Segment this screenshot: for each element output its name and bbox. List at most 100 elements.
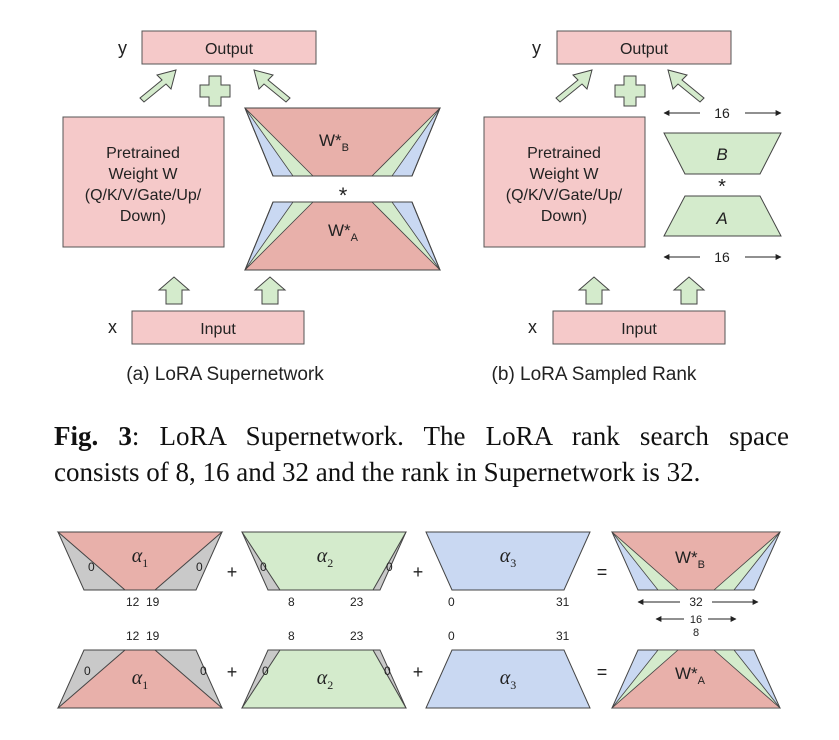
panel-a-y-label: y xyxy=(118,38,127,58)
panel-a: y Output Pretrained Weight W (Q/K/V/Gate… xyxy=(62,30,441,385)
eq-b-alpha1-label: α1 xyxy=(132,545,149,570)
panel-b: y Output Pretrained Weight W (Q/K/V/Gate… xyxy=(483,30,782,385)
eq-a-alpha2-green xyxy=(241,649,407,709)
panel-a-output-label: Output xyxy=(205,41,254,58)
panel-a-arrow-input-left xyxy=(157,276,191,305)
eq-b-alpha2-tick-8: 8 xyxy=(288,595,295,609)
eq-a-alpha1-tick-19: 19 xyxy=(146,629,160,643)
eq-b-alpha1-tick-12: 12 xyxy=(126,595,140,609)
eq-a-result-trapezoid xyxy=(610,649,782,709)
panel-a-pretrained-line-1: Pretrained xyxy=(106,145,180,162)
equation-row-a: 12 19 0 0 α1 + 8 23 0 0 α2 + 0 31 α3 = W… xyxy=(56,629,782,709)
panel-b-arrow-input-left xyxy=(577,276,611,305)
eq-b-alpha3-tick-31: 31 xyxy=(556,595,570,609)
panel-b-b-label: B xyxy=(716,145,727,164)
panel-a-caption: (a) LoRA Supernetwork xyxy=(126,364,324,385)
panel-b-arrow-left-up xyxy=(555,69,593,103)
equation-row-b: 0 0 α1 12 19 + 0 0 α2 8 23 + α3 0 31 = W… xyxy=(56,531,782,639)
panel-a-output-box xyxy=(141,30,317,65)
panel-a-arrow-input-right xyxy=(253,276,287,305)
eq-b-alpha1-zero-right: 0 xyxy=(196,560,203,574)
panel-b-pretrained-line-2: Weight W xyxy=(529,166,599,183)
eq-a-alpha2-tick-8: 8 xyxy=(288,629,295,643)
eq-b-result-trapezoid xyxy=(610,531,782,591)
figure-caption-line-2: consists of 8, 16 and 32 and the rank in… xyxy=(54,457,701,487)
panel-b-b-trapezoid xyxy=(663,132,782,175)
panel-b-pretrained-box xyxy=(483,116,646,248)
eq-a-alpha1-red xyxy=(56,649,224,709)
panel-a-wb-trapezoid xyxy=(244,107,441,177)
eq-b-alpha2-zero-left: 0 xyxy=(260,560,267,574)
panel-b-input-box xyxy=(552,310,726,345)
eq-b-alpha3-tick-0: 0 xyxy=(448,595,455,609)
panel-a-input-box xyxy=(131,310,305,345)
eq-a-result-label: W*A xyxy=(675,664,706,687)
eq-a-alpha2-zero-left: 0 xyxy=(262,664,269,678)
eq-a-alpha3-tick-0: 0 xyxy=(448,629,455,643)
panel-a-x-label: x xyxy=(108,317,117,337)
figure-caption-prefix: Fig. 3 xyxy=(54,421,132,451)
panel-b-arrow-right-up xyxy=(667,69,705,103)
eq-a-plus-1: + xyxy=(227,662,238,682)
eq-b-result-label: W*B xyxy=(675,548,705,571)
eq-a-alpha3-label: α3 xyxy=(500,667,517,692)
eq-a-alpha2-tick-23: 23 xyxy=(350,629,364,643)
eq-a-alpha1-zero-right: 0 xyxy=(200,664,207,678)
eq-b-alpha2-label: α2 xyxy=(317,545,334,570)
panel-b-input-label: Input xyxy=(621,321,657,338)
eq-a-alpha3-blue xyxy=(425,649,591,709)
panel-b-dim-top: 16 xyxy=(714,105,730,121)
panel-b-pretrained-line-3: (Q/K/V/Gate/Up/ xyxy=(506,187,623,204)
panel-a-wa-trapezoid xyxy=(244,201,441,271)
panel-b-x-label: x xyxy=(528,317,537,337)
eq-b-alpha2-zero-right: 0 xyxy=(386,560,393,574)
eq-a-alpha1-label: α1 xyxy=(132,667,149,692)
eq-dim-16: 16 xyxy=(690,614,702,626)
eq-b-plus-1: + xyxy=(227,562,238,582)
panel-a-pretrained-line-4: Down) xyxy=(120,208,166,225)
eq-dim-8: 8 xyxy=(693,627,699,639)
panel-b-a-trapezoid xyxy=(663,195,782,237)
figure-caption: Fig. 3: LoRA Supernetwork. The LoRA rank… xyxy=(54,418,789,490)
eq-b-alpha1-red xyxy=(56,531,224,591)
panel-a-pretrained-box xyxy=(62,116,225,248)
panel-b-pretrained-line-1: Pretrained xyxy=(527,145,601,162)
panel-a-input-label: Input xyxy=(200,321,236,338)
panel-a-wa-label: W*A xyxy=(328,221,359,244)
panel-a-arrow-left-up xyxy=(139,69,177,103)
eq-a-alpha3-tick-31: 31 xyxy=(556,629,570,643)
eq-b-alpha1-zero-left: 0 xyxy=(88,560,95,574)
panel-b-plus-sign xyxy=(614,75,646,107)
panel-a-pretrained-line-2: Weight W xyxy=(108,166,178,183)
panel-b-a-label: A xyxy=(715,209,727,228)
panel-a-multiply: * xyxy=(339,183,348,208)
eq-b-plus-2: + xyxy=(413,562,424,582)
eq-b-alpha2-tick-23: 23 xyxy=(350,595,364,609)
panel-a-wb-label: W*B xyxy=(319,131,349,154)
eq-a-plus-2: + xyxy=(413,662,424,682)
eq-dim-32: 32 xyxy=(689,595,703,609)
eq-b-alpha3-blue xyxy=(425,531,591,591)
panel-b-output-label: Output xyxy=(620,41,669,58)
eq-a-alpha1-tick-12: 12 xyxy=(126,629,140,643)
eq-a-alpha1-zero-left: 0 xyxy=(84,664,91,678)
panel-b-y-label: y xyxy=(532,38,541,58)
panel-a-plus-sign xyxy=(199,75,231,107)
panel-b-arrow-input-right xyxy=(672,276,706,305)
figure-caption-line-1: : LoRA Supernetwork. The LoRA rank searc… xyxy=(131,421,789,451)
eq-b-equals: = xyxy=(597,562,608,582)
eq-b-alpha1-tick-19: 19 xyxy=(146,595,160,609)
panel-b-dim-bottom: 16 xyxy=(714,249,730,265)
eq-a-equals: = xyxy=(597,662,608,682)
panel-b-output-box xyxy=(556,30,732,65)
eq-a-alpha2-zero-right: 0 xyxy=(384,664,391,678)
panel-a-arrow-right-up xyxy=(253,69,291,103)
panel-b-multiply: * xyxy=(718,176,726,198)
panel-a-pretrained-line-3: (Q/K/V/Gate/Up/ xyxy=(85,187,202,204)
panel-b-caption: (b) LoRA Sampled Rank xyxy=(492,364,697,385)
eq-b-alpha3-label: α3 xyxy=(500,545,517,570)
eq-a-alpha2-label: α2 xyxy=(317,667,334,692)
panel-b-pretrained-line-4: Down) xyxy=(541,208,587,225)
eq-b-alpha2-green xyxy=(241,531,407,591)
